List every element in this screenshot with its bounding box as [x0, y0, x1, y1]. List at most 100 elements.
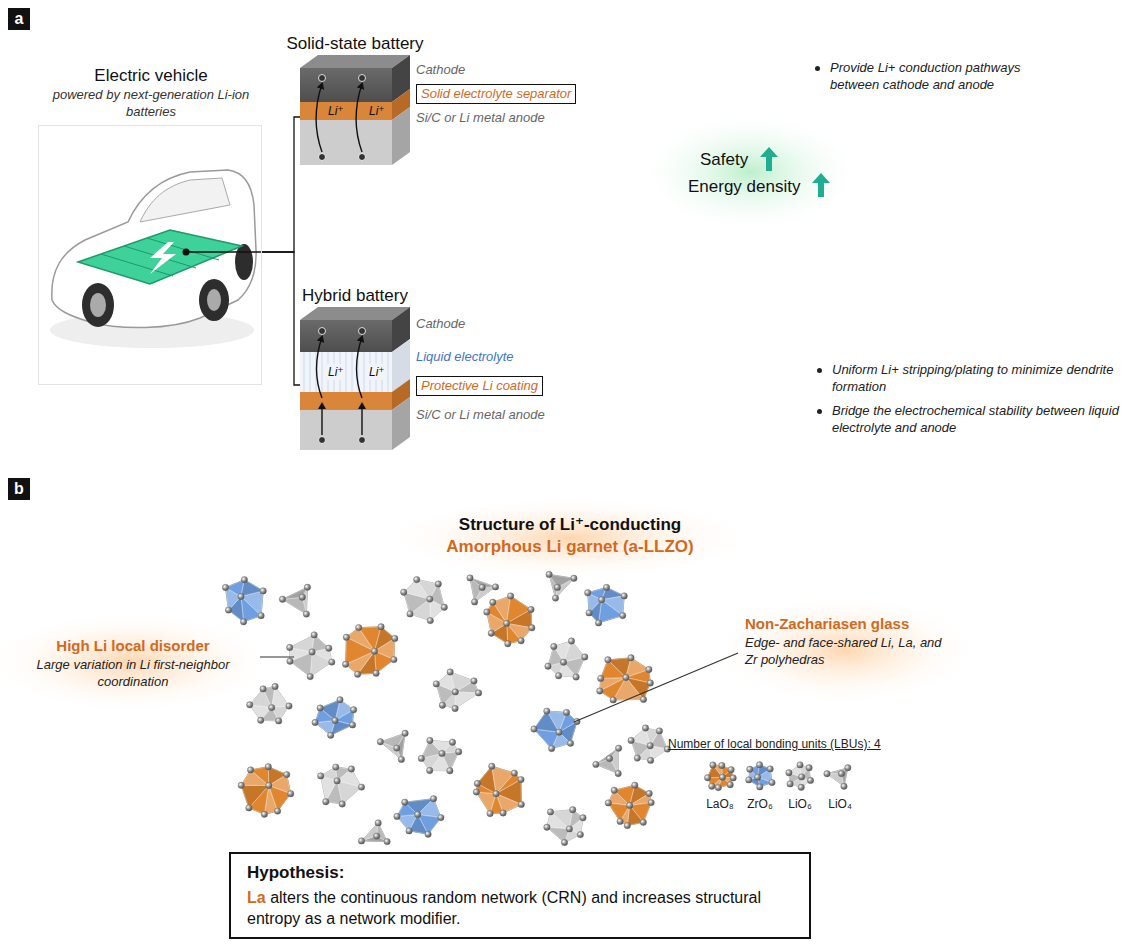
oxygen-atom: [452, 689, 458, 695]
oxygen-atom: [646, 666, 652, 672]
benefit-label: Safety: [700, 149, 748, 170]
cathode-layer: [300, 320, 392, 352]
polyhedron-face: [241, 597, 261, 622]
cell-top: [300, 55, 410, 68]
ion-dot: [359, 437, 366, 444]
oxygen-atom: [435, 581, 441, 587]
anode-layer: [300, 410, 392, 450]
connector-line: [262, 252, 300, 385]
oxygen-atom: [656, 728, 662, 734]
oxygen-atom: [247, 767, 253, 773]
oxygen-atom: [329, 659, 335, 665]
oxygen-atom: [503, 620, 509, 626]
oxygen-atom: [786, 770, 792, 776]
oxygen-atom: [439, 702, 445, 708]
legend-title: Number of local bonding units (LBUs): 4: [668, 737, 881, 752]
oxygen-atom: [647, 743, 653, 749]
oxygen-atom: [568, 638, 574, 644]
polyhedron-outline: [362, 823, 388, 842]
anode-band: Si/C or Li metal anode: [300, 410, 392, 450]
heading-text: Hybrid battery: [255, 286, 455, 306]
oxygen-atom: [511, 770, 517, 776]
oxygen-atom: [427, 617, 433, 623]
oxygen-atom: [350, 707, 356, 713]
oxygen-atom: [258, 613, 264, 619]
oxygen-atom: [238, 593, 244, 599]
oxygen-atom: [471, 678, 477, 684]
heading-text: Hypothesis:: [247, 862, 793, 883]
oxygen-atom: [518, 776, 524, 782]
oxygen-atom: [349, 722, 355, 728]
oxygen-atom: [620, 612, 626, 618]
oxygen-atom: [838, 770, 844, 776]
oxygen-atom: [447, 768, 453, 774]
oxygen-atom: [767, 766, 773, 772]
oxygen-atom: [328, 732, 334, 738]
leader-line: [260, 656, 294, 657]
layer-label: Si/C or Li metal anode: [416, 407, 545, 423]
oxygen-atom: [507, 593, 513, 599]
ion-arrow: [356, 84, 362, 152]
oxygen-atom: [730, 775, 736, 781]
vehicle-panel: Electric vehiclepowered by next-generati…: [38, 125, 262, 385]
oxygen-atom: [704, 775, 710, 781]
oxygen-atom: [647, 757, 653, 763]
oxygen-atom: [425, 831, 431, 837]
oxygen-atom: [312, 719, 318, 725]
oxygen-atom: [260, 686, 266, 692]
oxygen-atom: [427, 767, 433, 773]
oxygen-atom: [556, 729, 562, 735]
oxygen-atom: [561, 839, 567, 845]
oxygen-atom: [544, 824, 550, 830]
separator-band: Solid electrolyte separatorLi⁺Li⁺: [300, 102, 392, 120]
oxygen-atom: [311, 632, 317, 638]
oxygen-atom: [427, 737, 433, 743]
oxygen-atom: [261, 811, 267, 817]
hypothesis-body: Laalters the continuous random network (…: [247, 887, 793, 929]
oxygen-atom: [394, 813, 400, 819]
oxygen-atom: [634, 755, 640, 761]
oxygen-atom: [646, 790, 652, 796]
separator-layer: [300, 102, 392, 120]
oxygen-atom: [746, 777, 752, 783]
oxygen-atom: [595, 620, 601, 626]
oxygen-atom: [610, 697, 616, 703]
oxygen-atom: [754, 774, 760, 780]
oxygen-atom: [467, 575, 473, 581]
ion-arrow: [321, 404, 322, 435]
polyhedron-face: [375, 651, 394, 673]
oxygen-atom: [358, 784, 364, 790]
panel-heading: Electric vehiclepowered by next-generati…: [19, 65, 283, 120]
oxygen-atom: [452, 705, 458, 711]
ion-dot: [359, 328, 366, 335]
battery-pack: [78, 230, 242, 284]
oxygen-atom: [490, 599, 496, 605]
legend-swatch: [822, 758, 858, 794]
oxygen-atom: [492, 584, 498, 590]
oxygen-atom: [238, 782, 244, 788]
polyhedron-outline: [588, 587, 625, 623]
oxygen-atom: [824, 771, 830, 777]
oxygen-atom: [642, 725, 648, 731]
oxygen-atom: [473, 789, 479, 795]
ion-label: Li⁺: [327, 103, 345, 119]
oxygen-atom: [246, 805, 252, 811]
oxygen-atom: [391, 656, 397, 662]
polyhedron-outline: [250, 687, 289, 721]
oxygen-atom: [323, 799, 329, 805]
oxygen-atom: [427, 596, 433, 602]
ion-arrow: [317, 337, 322, 398]
hybrid-cell: [300, 307, 410, 450]
oxygen-atom: [632, 782, 638, 788]
oxygen-atom: [571, 575, 577, 581]
polyhedron-face: [310, 652, 332, 677]
subheading-text: powered by next-generation Li-ion batter…: [49, 86, 254, 120]
oxygen-atom: [438, 814, 444, 820]
car-wheel: [199, 279, 229, 321]
oxygen-atom: [265, 764, 271, 770]
panel-letter: b: [8, 478, 30, 500]
polyhedron-outline: [470, 578, 496, 602]
oxygen-atom: [318, 773, 324, 779]
polyhedron-outline: [534, 711, 577, 748]
